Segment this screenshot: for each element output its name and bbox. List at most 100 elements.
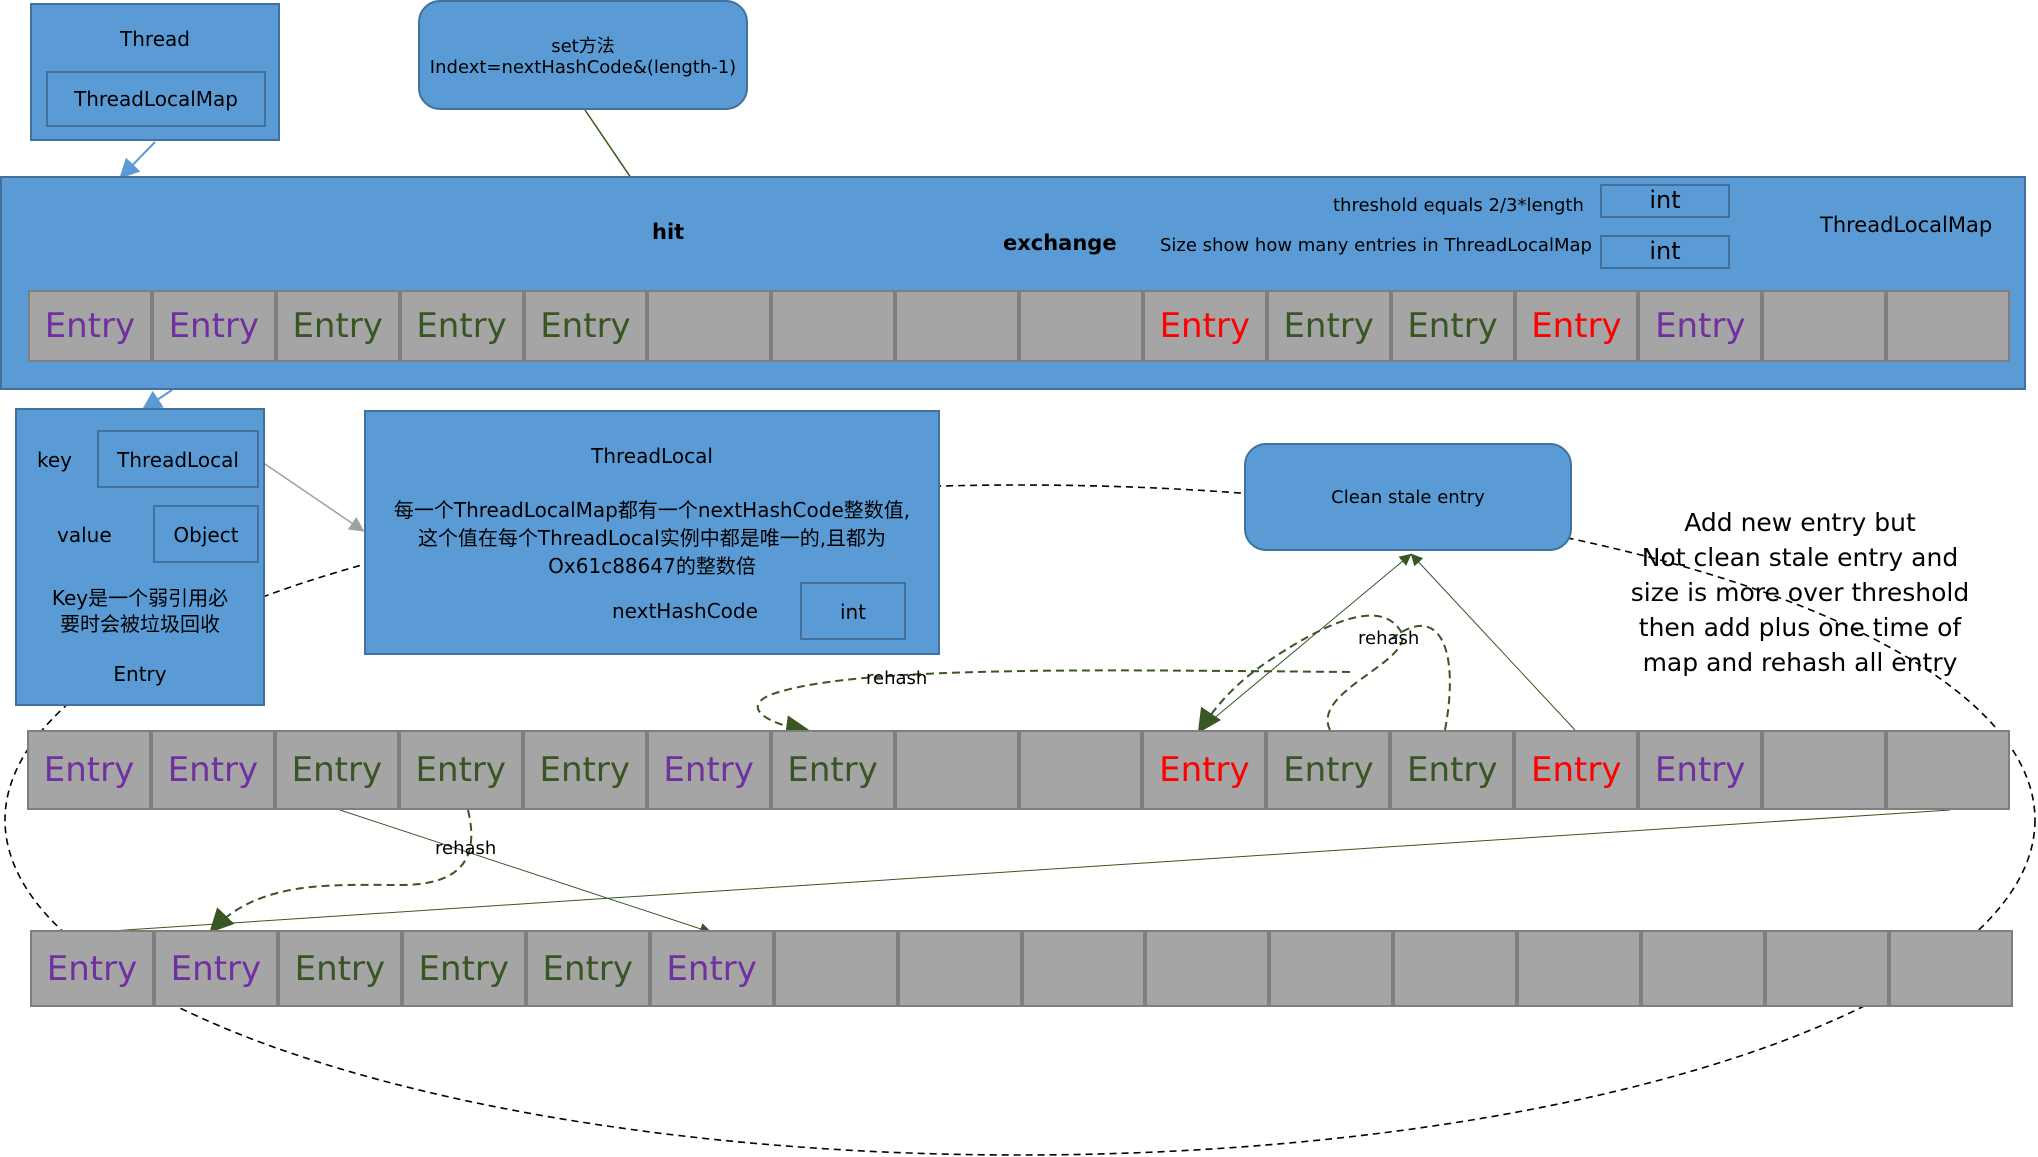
entry-cell: Entry [153, 930, 278, 1007]
value-value-box: Object [153, 505, 259, 563]
thread-to-map-line [119, 141, 156, 179]
empty-slot-cell [895, 290, 1019, 362]
thread-box: Thread ThreadLocalMap [30, 3, 280, 141]
empty-slot-cell [773, 930, 898, 1007]
resize-note-line4: then add plus one time of [1638, 613, 1962, 642]
entry-note-line1: Key是一个弱引用必 [51, 586, 229, 610]
entry-cell: Entry [1390, 730, 1515, 810]
entry-cell: Entry [649, 930, 774, 1007]
rehash-label-top: rehash [866, 668, 928, 689]
empty-slot-cell [1393, 930, 1518, 1007]
entry-cell: Entry [28, 290, 152, 362]
empty-slot-cell [1269, 930, 1394, 1007]
entry-cell: Entry [274, 730, 399, 810]
resize-note-line2: Not clean stale entry and [1641, 543, 1959, 572]
entry-cell: Entry [1390, 290, 1515, 362]
empty-slot-cell [771, 290, 896, 362]
threshold-label: threshold equals 2/3*length [1333, 195, 1584, 216]
key-value: ThreadLocal [117, 448, 239, 472]
empty-slot-cell [1886, 730, 2010, 810]
threadlocal-line1: 每一个ThreadLocalMap都有一个nextHashCode整数值, [393, 498, 911, 522]
entry-cell: Entry [525, 930, 650, 1007]
entry-cell: Entry [399, 290, 524, 362]
empty-slot-cell [1762, 290, 1887, 362]
thread-inner-map-label: ThreadLocalMap [74, 87, 238, 111]
threadlocal-box: ThreadLocal 每一个ThreadLocalMap都有一个nextHas… [364, 410, 940, 655]
empty-slot-cell [1021, 930, 1146, 1007]
set-method-line2: Indext=nextHashCode&(length-1) [429, 57, 737, 78]
stale-arrow-2 [1410, 553, 1576, 731]
threadlocal-line3: Ox61c88647的整数倍 [548, 554, 756, 578]
empty-slot-cell [1517, 930, 1642, 1007]
rehash-bottom-curve [209, 809, 473, 933]
nexthashcode-label: nextHashCode [612, 599, 758, 623]
resize-note: Add new entry but Not clean stale entry … [1610, 505, 1990, 680]
clean-stale-entry-box: Clean stale entry [1244, 443, 1572, 551]
thread-inner-map: ThreadLocalMap [46, 71, 266, 127]
empty-slot-cell [894, 730, 1019, 810]
set-method-box: set方法 Indext=nextHashCode&(length-1) [418, 0, 748, 110]
entry-cell: Entry [1142, 290, 1267, 362]
entry-cell: Entry [30, 930, 154, 1007]
entry-cell: Entry [1266, 290, 1391, 362]
size-type-box: int [1600, 235, 1730, 269]
empty-slot-cell [1765, 930, 1890, 1007]
empty-slot-cell [1019, 290, 1143, 362]
entry-cell: Entry [770, 730, 895, 810]
thread-title: Thread [120, 27, 190, 51]
rehash-top-curve [756, 669, 1351, 740]
entry-cell: Entry [401, 930, 526, 1007]
threshold-type: int [1649, 186, 1681, 214]
empty-slot-cell [1889, 930, 2013, 1007]
value-value: Object [173, 523, 239, 547]
entry-box: key ThreadLocal value Object Key是一个弱引用必 … [15, 408, 265, 706]
entry-cell: Entry [1514, 290, 1639, 362]
set-method-line1: set方法 [551, 36, 615, 57]
entry-cell: Entry [398, 730, 523, 810]
key-label: key [37, 448, 73, 472]
entry-cell: Entry [1142, 730, 1267, 810]
clean-stale-entry-label: Clean stale entry [1331, 487, 1485, 508]
value-label: value [57, 523, 112, 547]
rehash-long-line [94, 809, 1951, 933]
key-value-box: ThreadLocal [97, 430, 259, 488]
size-label: Size show how many entries in ThreadLoca… [1160, 235, 1592, 256]
empty-slot-cell [1145, 930, 1270, 1007]
entry-cell: Entry [1514, 730, 1639, 810]
empty-slot-cell [1018, 730, 1143, 810]
map-panel-title: ThreadLocalMap [1820, 213, 1993, 237]
entry-cell: Entry [27, 730, 151, 810]
entry-cell: Entry [151, 290, 276, 362]
size-type: int [1649, 237, 1681, 265]
threadlocal-title: ThreadLocal [591, 444, 713, 468]
entry-cell: Entry [1638, 290, 1763, 362]
nexthashcode-type: int [839, 600, 867, 624]
entry-note-line2: 要时会被垃圾回收 [60, 612, 220, 636]
threadlocal-line2: 这个值在每个ThreadLocal实例中都是唯一的,且都为 [417, 526, 887, 550]
entry-cell: Entry [1638, 730, 1763, 810]
nexthashcode-type-box: int [800, 582, 906, 640]
entry-cell: Entry [646, 730, 771, 810]
entry-cell: Entry [1266, 730, 1391, 810]
entry-cell: Entry [522, 730, 647, 810]
resize-note-line3: size is more over threshold [1630, 578, 1970, 607]
hit-label: hit [652, 220, 685, 244]
entry-cell: Entry [277, 930, 402, 1007]
rehash-diagonal [339, 809, 712, 935]
entry-cell: Entry [523, 290, 648, 362]
empty-slot-cell [897, 930, 1022, 1007]
rehash-label-bottom: rehash [435, 838, 497, 859]
threshold-type-box: int [1600, 184, 1730, 218]
exchange-label: exchange [1003, 231, 1117, 255]
entry-box-title: Entry [113, 662, 167, 686]
rehash-label-right: rehash [1358, 628, 1420, 649]
empty-slot-cell [647, 290, 772, 362]
resize-note-line1: Add new entry but [1684, 508, 1916, 537]
resize-note-line5: map and rehash all entry [1642, 648, 1958, 677]
map-to-entry-line [141, 389, 173, 411]
key-to-threadlocal-line [261, 461, 365, 532]
entry-cell: Entry [275, 290, 400, 362]
